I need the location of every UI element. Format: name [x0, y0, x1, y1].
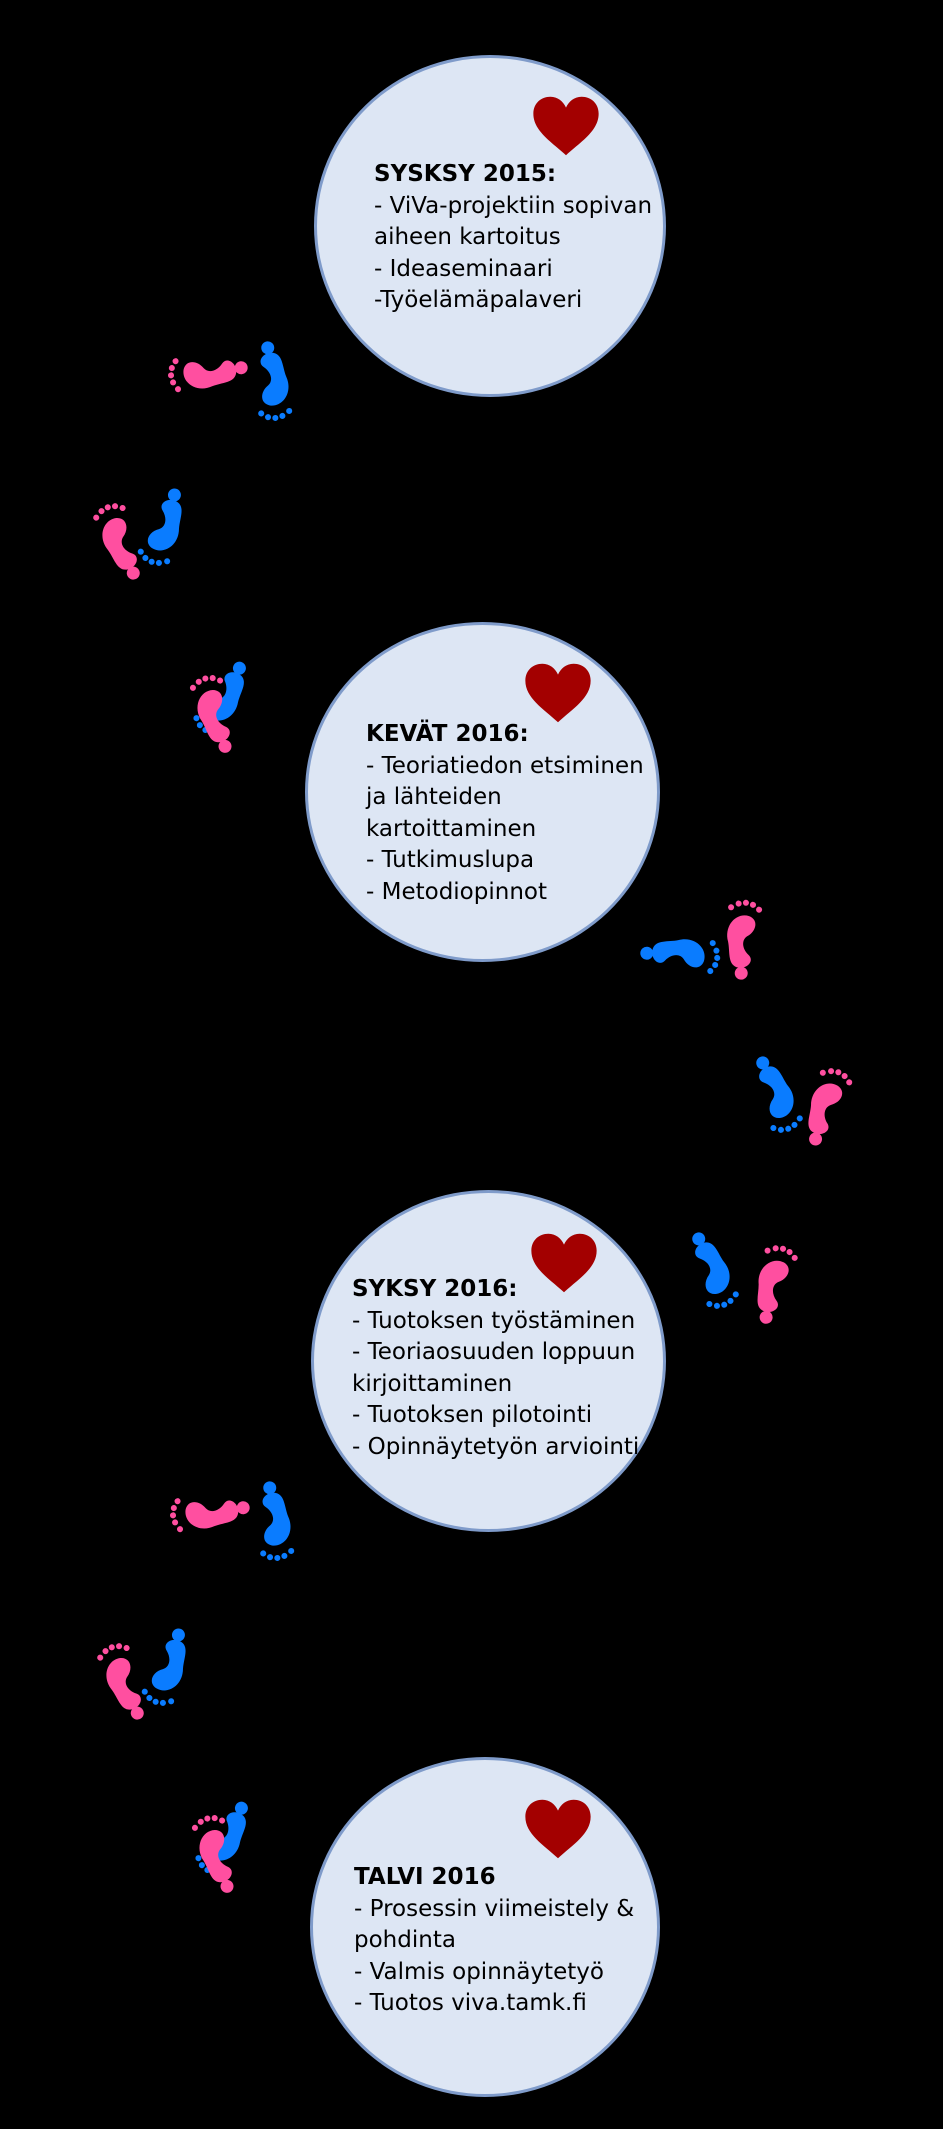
- stage-line: - Ideaseminaari: [374, 255, 553, 282]
- stage-line: ja lähteiden: [366, 784, 502, 810]
- stage-title: KEVÄT 2016:: [366, 721, 529, 747]
- stage-title: SYSKSY 2015:: [374, 161, 557, 187]
- stage-text-1: SYSKSY 2015: - ViVa-projektiin sopivan a…: [374, 159, 652, 317]
- footprints-icon: [82, 1618, 252, 1733]
- stage-circle-1: [314, 55, 666, 397]
- stage-line: - Opinnäytetyön arviointi: [352, 1433, 640, 1460]
- stage-text-4: TALVI 2016 - Prosessin viimeistely & poh…: [354, 1862, 634, 2020]
- stage-line: - ViVa-projektiin sopivan: [374, 192, 653, 219]
- footprints-icon: [664, 1210, 834, 1325]
- footprints-icon: [78, 478, 248, 593]
- stage-line: - Teoriaosuuden loppuun: [352, 1339, 636, 1365]
- stage-circle-3: [311, 1190, 666, 1532]
- heart-icon: [525, 1799, 591, 1859]
- stage-text-3: SYKSY 2016: - Tuotoksen työstäminen - Te…: [352, 1274, 639, 1463]
- stage-line: - Metodiopinnot: [366, 878, 547, 905]
- stage-line: - Tutkimuslupa: [366, 847, 535, 873]
- heart-icon: [525, 663, 591, 723]
- footprints-icon: [716, 1038, 886, 1153]
- footprints-icon: [168, 648, 338, 763]
- stage-line: - Teoriatiedon etsiminen: [366, 752, 644, 779]
- footprints-icon: [160, 1458, 330, 1573]
- stage-line: - Prosessin viimeistely &: [354, 1895, 635, 1922]
- heart-icon: [533, 96, 599, 156]
- stage-line: aiheen kartoitus: [374, 224, 561, 250]
- stage-line: kartoittaminen: [366, 815, 537, 842]
- stage-circle-4: [310, 1757, 660, 2097]
- stage-title: TALVI 2016: [354, 1864, 496, 1890]
- stage-title: SYKSY 2016:: [352, 1276, 518, 1302]
- stage-line: - Tuotoksen pilotointi: [352, 1402, 593, 1428]
- heart-icon: [531, 1233, 597, 1293]
- stage-text-2: KEVÄT 2016: - Teoriatiedon etsiminen ja …: [366, 719, 644, 908]
- stage-line: -Työelämäpalaveri: [374, 287, 583, 313]
- stage-line: pohdinta: [354, 1927, 456, 1953]
- footprints-icon: [158, 318, 328, 433]
- stage-line: - Valmis opinnäytetyö: [354, 1958, 604, 1985]
- footprints-icon: [170, 1788, 340, 1903]
- stage-line: - Tuotos viva.tamk.fi: [354, 1990, 587, 2016]
- stage-line: - Tuotoksen työstäminen: [352, 1307, 636, 1334]
- stage-line: kirjoittaminen: [352, 1370, 513, 1397]
- footprints-icon: [620, 888, 790, 1003]
- stage-circle-2: [305, 622, 660, 962]
